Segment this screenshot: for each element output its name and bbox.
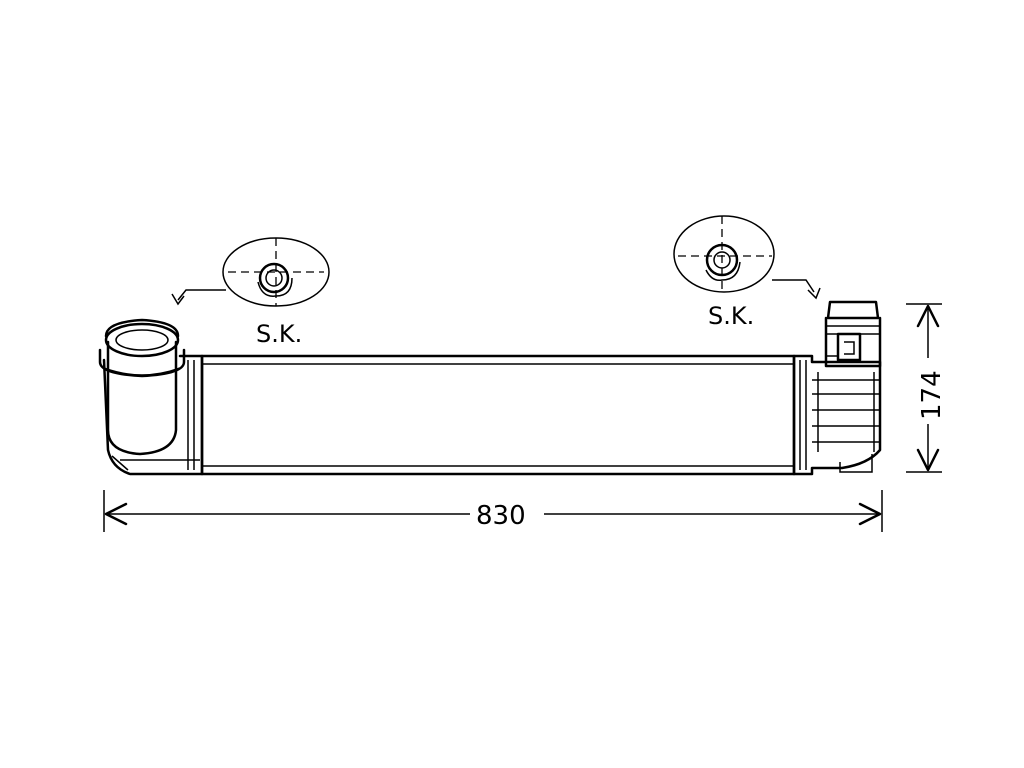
right-detail-label: S.K. xyxy=(708,302,754,330)
right-sensor-detail xyxy=(673,215,821,300)
intercooler-core xyxy=(200,354,796,476)
width-dimension xyxy=(103,490,883,532)
right-end-tank xyxy=(792,300,882,476)
width-dimension-value: 830 xyxy=(476,501,526,531)
left-detail-label: S.K. xyxy=(256,320,302,348)
height-dimension xyxy=(906,303,942,473)
height-dimension-value: 174 xyxy=(917,370,947,420)
left-sensor-detail xyxy=(171,237,330,307)
left-end-tank xyxy=(98,318,204,476)
